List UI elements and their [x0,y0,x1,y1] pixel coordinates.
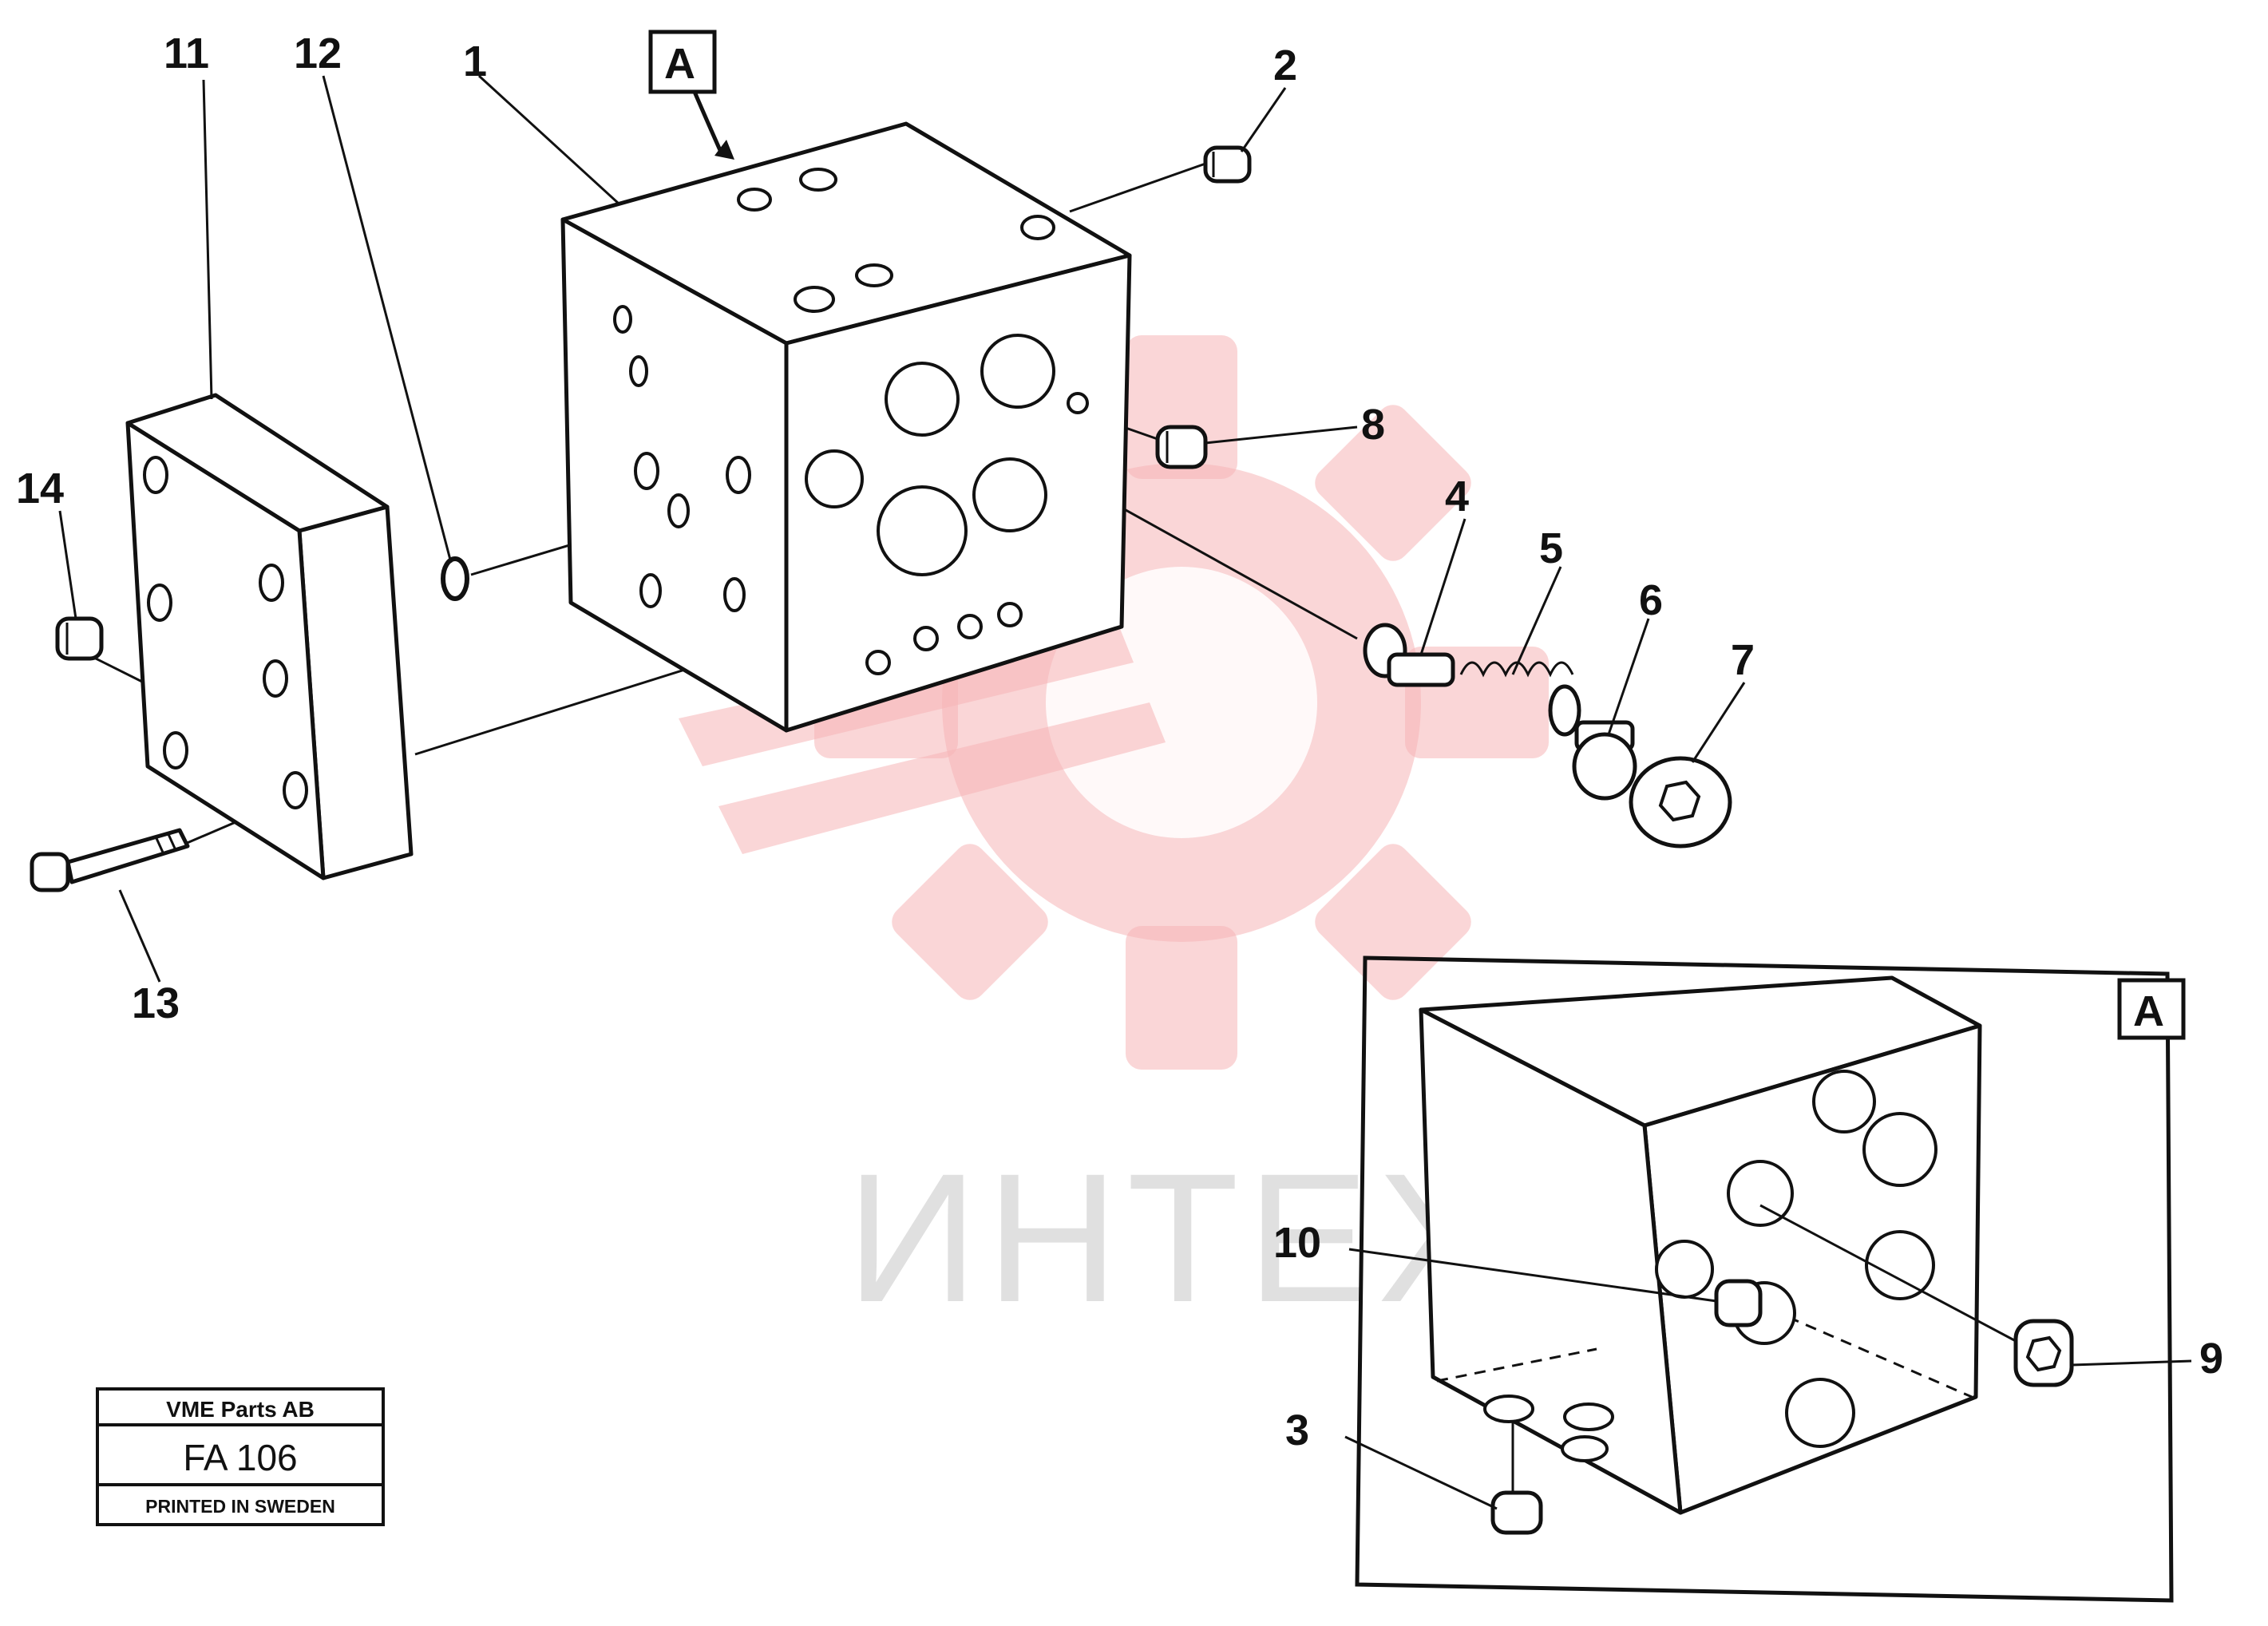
title-block-printed: PRINTED IN SWEDEN [145,1496,335,1517]
callout-4: 4 [1445,473,1469,520]
valve-block [560,121,1132,733]
callout-11: 11 [164,30,209,77]
title-block-code: FA 106 [183,1437,297,1478]
callout-12: 12 [294,30,342,77]
screw [30,828,190,892]
callout-13: 13 [132,979,180,1027]
callout-5: 5 [1539,524,1563,572]
callout-8: 8 [1361,401,1385,449]
plug-side [1155,425,1208,469]
callout-10: 10 [1273,1219,1321,1267]
o-ring [441,556,469,601]
title-block-company: VME Parts AB [166,1397,315,1422]
callout-labels: 1 2 3 4 5 6 7 8 9 10 11 12 13 14 [16,30,2223,1454]
valve-cartridge [1363,623,1732,849]
callout-14: 14 [16,465,64,512]
detail-inset: A [1355,955,2186,1603]
view-marker: A [648,30,734,160]
callout-3: 3 [1285,1406,1309,1454]
plug-left [55,616,104,661]
callout-9: 9 [2199,1335,2223,1383]
callout-leaders [58,74,2192,1510]
watermark-text: ИНТЕХ [846,1135,1508,1340]
cover-plate [125,393,414,880]
callout-2: 2 [1273,42,1297,89]
inset-marker-box [2117,978,2186,1040]
callout-1: 1 [463,38,487,85]
title-block: VME Parts AB FA 106 PRINTED IN SWEDEN [96,1387,385,1526]
callout-6: 6 [1639,576,1663,624]
inset-marker-label: A [2133,987,2164,1035]
callout-7: 7 [1731,636,1755,684]
svg-text:A: A [664,40,695,88]
plug-top [1203,145,1252,184]
